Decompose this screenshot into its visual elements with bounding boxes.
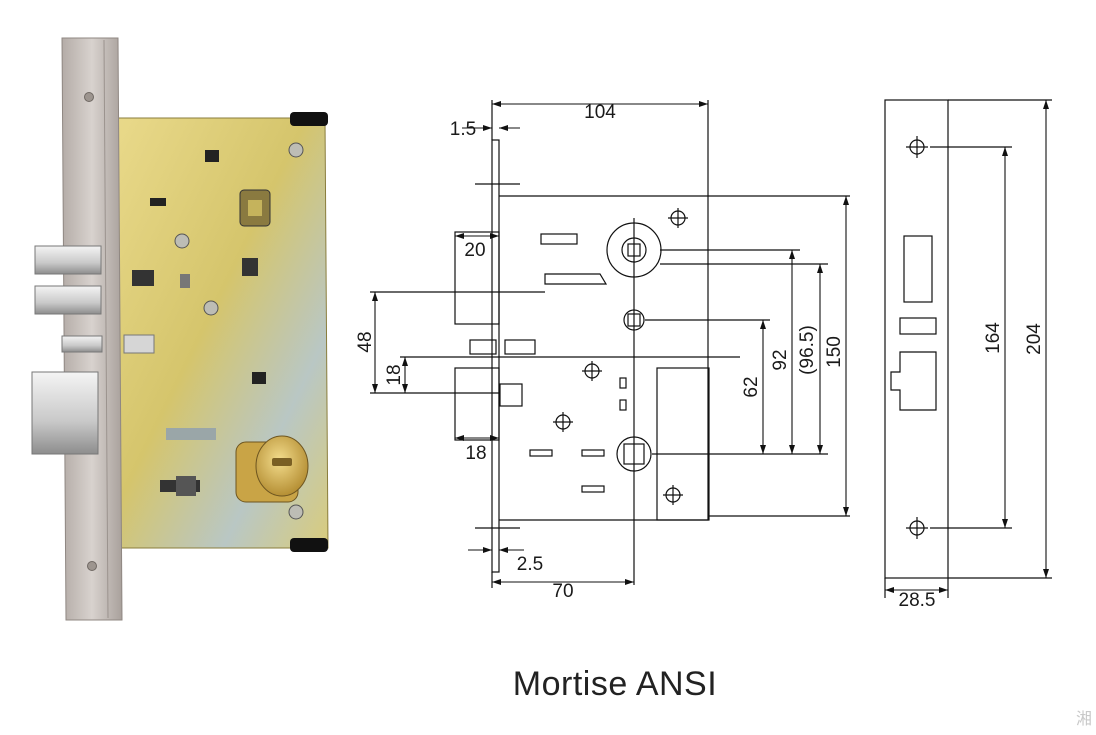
case-top-tab <box>290 112 328 126</box>
screw-crosshair-icon <box>582 361 602 381</box>
case-screw-icon <box>203 300 219 316</box>
dim-62: 62 <box>741 376 762 397</box>
trigger-bolt <box>61 335 103 353</box>
side-view-drawing <box>370 100 850 588</box>
case-screw-icon <box>174 233 190 249</box>
faceplate-screw-icon <box>84 92 94 102</box>
figure-caption: Mortise ANSI <box>512 665 718 703</box>
case-screw-icon <box>288 504 304 520</box>
dim-48: 48 <box>355 331 376 352</box>
front-dimension-labels: 164 204 28.5 <box>899 322 1045 611</box>
dim-70: 70 <box>552 581 573 602</box>
dim-164: 164 <box>983 322 1004 354</box>
screw-crosshair-icon <box>668 208 688 228</box>
side-case-outline <box>499 195 709 521</box>
front-faceplate <box>884 99 949 579</box>
front-screw-bottom-icon <box>906 517 928 539</box>
side-faceplate <box>491 139 500 573</box>
faceplate-screw-icon <box>87 561 97 571</box>
dim-104: 104 <box>584 102 616 123</box>
dim-1-5: 1.5 <box>450 119 476 140</box>
dim-96-5: (96.5) <box>797 325 818 375</box>
latch-bolt-lower <box>34 285 102 315</box>
dim-18-bottom: 18 <box>465 443 486 464</box>
dim-150: 150 <box>824 336 845 368</box>
deadbolt-window <box>890 351 937 411</box>
case-screw-icon <box>288 142 304 158</box>
latch-outline <box>454 231 500 325</box>
dim-20: 20 <box>464 240 485 261</box>
lock-photo <box>31 37 329 621</box>
latch-bolt-upper <box>34 245 102 275</box>
screw-crosshair-icon <box>553 412 573 432</box>
latch-window <box>903 235 933 303</box>
front-screw-top-icon <box>906 136 928 158</box>
side-dimension-lines <box>372 101 849 585</box>
dim-28-5: 28.5 <box>899 590 936 611</box>
steel-faceplate <box>61 37 123 621</box>
side-dimension-labels: 104 1.5 20 48 18 18 62 92 (96.5) 150 2.5… <box>355 102 845 602</box>
dim-204: 204 <box>1024 323 1045 355</box>
watermark: 湘 <box>1075 709 1092 728</box>
case-bottom-tab <box>290 538 328 552</box>
dim-92: 92 <box>770 349 791 370</box>
screw-crosshair-icon <box>663 485 683 505</box>
front-view-drawing <box>884 99 1052 598</box>
dead-bolt <box>31 371 99 455</box>
dim-2-5: 2.5 <box>517 554 543 575</box>
front-dimension-lines <box>885 100 1049 593</box>
dim-18-left: 18 <box>384 364 405 385</box>
